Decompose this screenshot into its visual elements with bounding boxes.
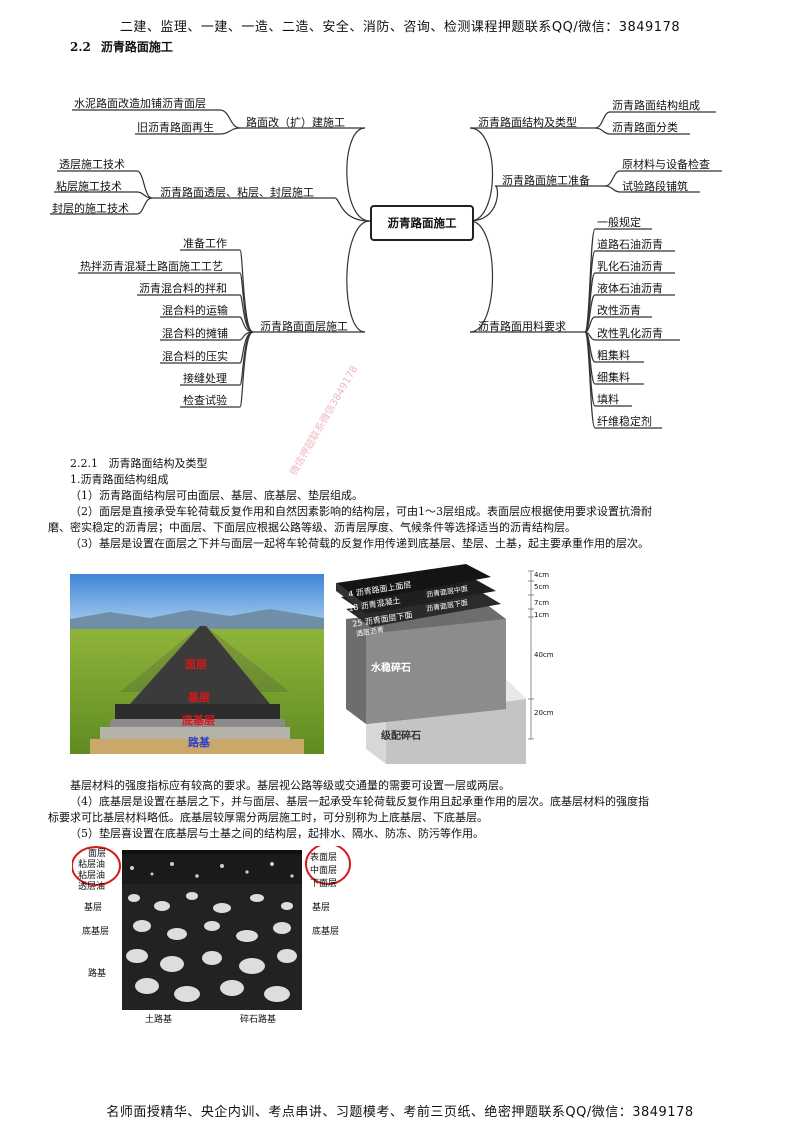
subbase-label: 级配碎石 [381,731,421,742]
mm-branch-right-2: 沥青路面施工准备 [502,174,590,187]
mm-branch-right-1: 沥青路面结构及类型 [478,116,577,129]
mm-leaf: 接缝处理 [183,372,227,385]
mm-leaf: 旧沥青路面再生 [137,121,214,134]
mm-branch-left-3: 沥青路面面层施工 [260,320,348,333]
dimension-ticks [528,570,534,740]
section-left-label: 路基 [88,969,107,979]
paragraph: （4）底基层是设置在基层之下，并与面层、基层一起承受车轮荷载反复作用且起承重作用… [70,795,649,808]
subsection-title: 沥青路面结构及类型 [108,457,208,470]
section-number: 2.2 [70,40,91,54]
paragraph: （3）基层是设置在面层之下并与面层一起将车轮荷载的反复作用传递到底基层、垫层、土… [70,537,649,550]
pavement-layer-model: 4 沥青路面上面层 18 沥青混凝土 25 沥青面层下面 透层沥青 沥青面层中面… [326,559,560,770]
section-right-label: 表面层 [310,853,338,863]
section-right-label: 中面层 [310,866,338,876]
paragraph: 基层材料的强度指标应有较高的要求。基层视公路等级或交通量的需要可设置一层或两层。 [70,779,510,792]
mm-leaf: 改性乳化沥青 [597,327,663,340]
mm-leaf: 纤维稳定剂 [597,415,652,428]
mm-leaf: 沥青路面分类 [612,121,678,134]
dim-label: 1cm [534,611,550,619]
mm-leaf: 混合料的摊铺 [162,327,228,340]
section-left-label: 粘层油 [78,860,106,870]
mind-map-center: 沥青路面施工 [370,205,474,241]
point-heading: 1.沥青路面结构组成 [70,473,169,486]
mm-leaf: 液体石油沥青 [597,282,663,295]
mm-leaf: 混合料的运输 [162,304,228,317]
dim-label: 20cm [534,709,554,717]
road-label-surface: 面层 [185,658,207,671]
mm-leaf: 沥青混合料的拌和 [139,282,227,295]
mm-leaf: 填料 [597,393,619,406]
mm-leaf: 沥青路面结构组成 [612,99,700,112]
road-label-subgrade: 路基 [188,736,210,749]
mm-leaf: 检查试验 [183,394,227,407]
road-label-subbase: 底基层 [182,714,215,727]
dim-label: 7cm [534,599,550,607]
section-left-label: 透层油 [78,882,106,892]
mm-leaf: 粘层施工技术 [56,180,122,193]
paragraph: （1）沥青路面结构层可由面层、基层、底基层、垫层组成。 [70,489,363,502]
mm-leaf: 一般规定 [597,216,641,229]
mind-map: 沥青路面施工 路面改（扩）建施工 水泥路面改造加铺沥青面层 旧沥青路面再生 沥青… [40,80,760,440]
mind-map-lines [50,109,722,429]
mm-leaf: 混合料的压实 [162,350,228,363]
mm-leaf: 原材料与设备检查 [622,158,710,171]
road-layers-photo: 面层 基层 底基层 路基 [70,574,324,754]
pavement-cross-section-photo: 面层 粘层油 粘层油 透层油 基层 底基层 路基 表面层 中面层 下面层 基层 … [72,846,352,1010]
mm-leaf: 道路石油沥青 [597,238,663,251]
mm-leaf: 透层施工技术 [59,158,125,171]
section-left-label: 粘层油 [78,871,106,881]
subsection-heading: 2.2.1 沥青路面结构及类型 [70,456,208,472]
paragraph: （5）垫层喜设置在底基层与土基之间的结构层，起排水、隔水、防冻、防污等作用。 [70,827,484,840]
base-label: 水稳碎石 [371,663,411,674]
page-footer: 名师面授精华、央企内训、考点串讲、习题模考、考前三页纸、绝密押题联系QQ/微信：… [106,1105,694,1120]
paragraph: （2）面层是直接承受车轮荷载反复作用和自然因素影响的结构层，可由1～3层组成。表… [70,505,652,518]
paragraph: 标要求可比基层材料略低。底基层较厚需分两层施工时，可分别称为上底基层、下底基层。 [48,811,488,824]
mm-leaf: 试验路段铺筑 [622,180,688,193]
mm-branch-left-1: 路面改（扩）建施工 [246,116,345,129]
section-bottom-label: 土路基 [145,1015,173,1025]
section-left-label: 面层 [88,849,107,859]
section-left-label: 底基层 [82,927,110,937]
mm-leaf: 热拌沥青混凝土路面施工工艺 [80,260,223,273]
page-header: 二建、监理、一建、一造、二造、安全、消防、咨询、检测课程押题联系QQ/微信：38… [119,20,681,35]
section-right-label: 底基层 [312,927,340,937]
mm-leaf: 封层的施工技术 [52,202,129,215]
mm-leaf: 水泥路面改造加铺沥青面层 [74,97,206,110]
section-title: 2.2 沥青路面施工 [70,38,183,55]
dim-label: 4cm [534,571,550,579]
paragraph: 磨、密实稳定的沥青层；中面层、下面层应根据公路等级、沥青层厚度、气候条件等选择适… [48,521,576,534]
dim-label: 5cm [534,583,550,591]
section-right-label: 下面层 [310,879,338,889]
subsection-number: 2.2.1 [70,457,98,470]
dim-label: 40cm [534,651,554,659]
mm-leaf: 改性沥青 [597,304,641,317]
section-title-text: 沥青路面施工 [100,40,173,54]
section-left-label: 基层 [84,903,103,913]
mm-leaf: 粗集料 [597,349,630,362]
section-right-label: 基层 [312,903,331,913]
road-label-base: 基层 [188,691,210,704]
mm-leaf: 细集料 [597,371,630,384]
mm-branch-left-2: 沥青路面透层、粘层、封层施工 [160,186,314,199]
mm-branch-right-3: 沥青路面用料要求 [478,320,566,333]
mm-leaf: 乳化石油沥青 [597,260,663,273]
mm-leaf: 准备工作 [183,237,227,250]
section-bottom-label: 碎石路基 [240,1015,277,1025]
